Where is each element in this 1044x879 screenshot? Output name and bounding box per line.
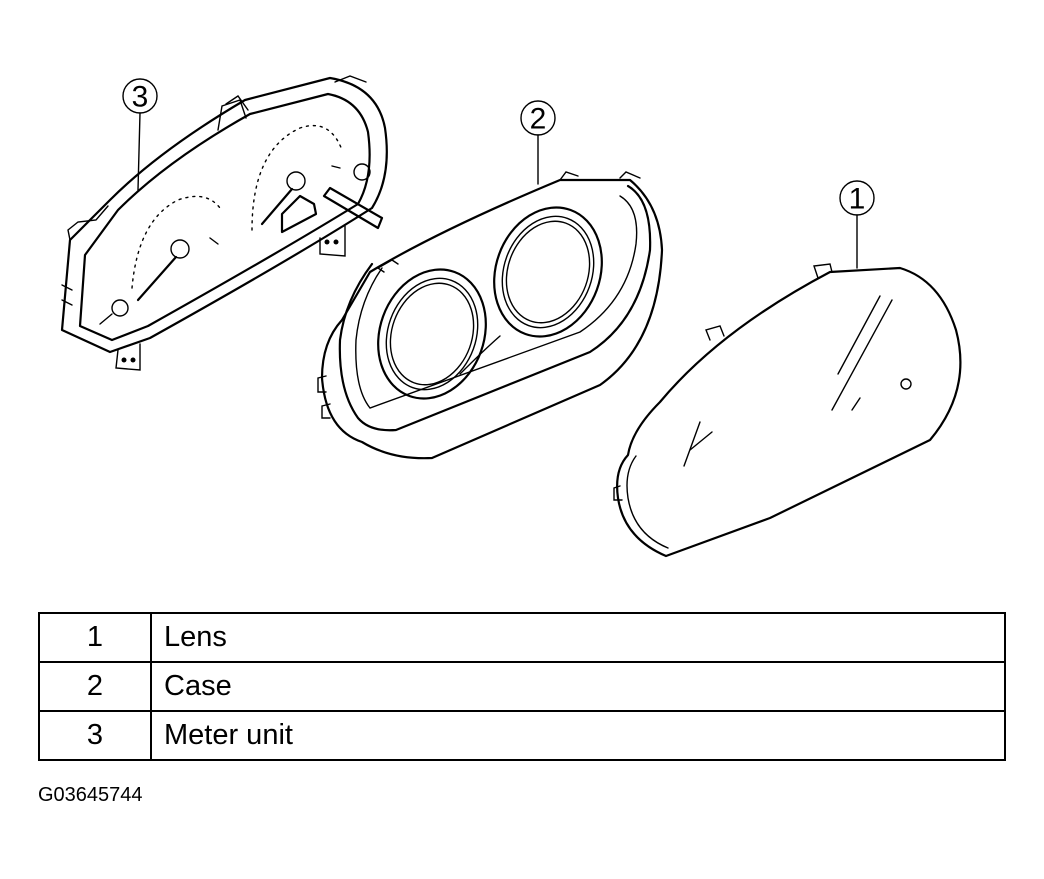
callout-3-number: 3 [132, 81, 149, 114]
legend-number: 3 [38, 710, 152, 761]
meter-unit-drawing [60, 75, 388, 371]
callout-3: 3 [122, 78, 158, 191]
legend-part-name: Meter unit [150, 710, 1006, 761]
callout-1-number: 1 [849, 183, 866, 216]
callout-2: 2 [520, 100, 556, 185]
lens-drawing [613, 263, 962, 558]
legend-part-name: Case [150, 661, 1006, 712]
legend-row: 3 Meter unit [38, 710, 1006, 761]
instrument-cluster-exploded-diagram: 3 2 1 [60, 75, 962, 558]
callout-1: 1 [839, 180, 875, 269]
parts-legend-table: 1 Lens 2 Case 3 Meter unit [38, 612, 1006, 761]
legend-number: 2 [38, 661, 152, 712]
legend-part-name: Lens [150, 612, 1006, 663]
legend-number: 1 [38, 612, 152, 663]
legend-row: 2 Case [38, 661, 1006, 712]
figure-id: G03645744 [38, 784, 143, 806]
case-drawing [317, 171, 664, 460]
legend-row: 1 Lens [38, 612, 1006, 663]
callout-2-number: 2 [530, 103, 547, 136]
